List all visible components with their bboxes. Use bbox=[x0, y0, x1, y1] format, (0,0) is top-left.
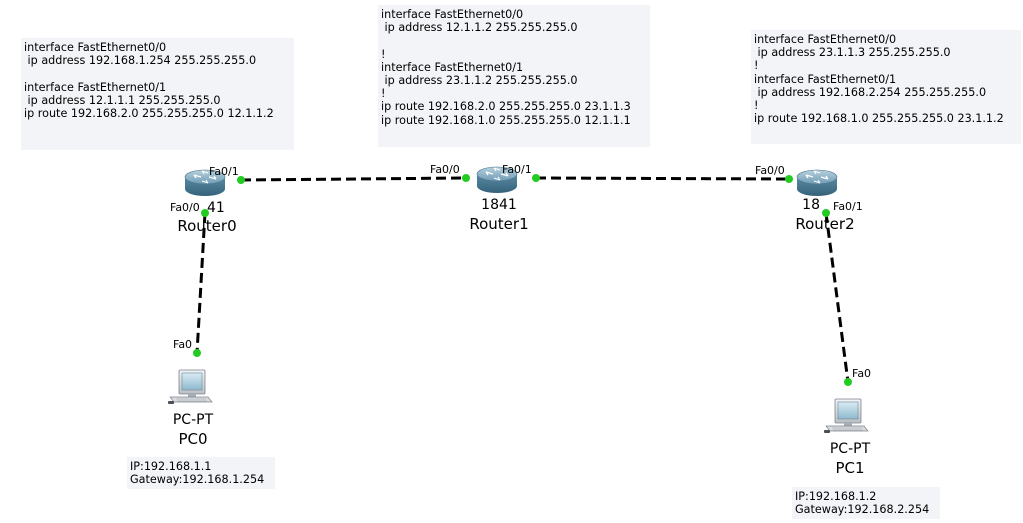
router2-model-label: 1841 bbox=[802, 197, 838, 213]
note-line: interface FastEthernet0/1 bbox=[381, 60, 524, 74]
note-line: ip address 192.168.1.254 255.255.255.0 bbox=[24, 54, 257, 68]
note-line: ! bbox=[381, 47, 386, 61]
note-line: interface FastEthernet0/1 bbox=[24, 80, 167, 94]
link-router0-pc0[interactable] bbox=[195, 212, 207, 354]
pc1-name-label: PC1 bbox=[835, 459, 865, 477]
port-status-dot bbox=[193, 349, 201, 357]
link-router1-router2[interactable] bbox=[535, 176, 790, 181]
router0-model-label: 1841 bbox=[189, 200, 225, 216]
note-line: ip address 23.1.1.3 255.255.255.0 bbox=[754, 46, 951, 60]
note-line: ip route 192.168.2.0 255.255.255.0 23.1.… bbox=[381, 100, 631, 114]
port-label-pc0-fa0: Fa0 bbox=[173, 338, 193, 351]
port-label-pc1-fa0: Fa0 bbox=[852, 367, 872, 380]
note-line bbox=[381, 34, 648, 47]
note-line: ip address 12.1.1.2 255.255.255.0 bbox=[381, 21, 578, 35]
note-line: IP:192.168.1.2 bbox=[795, 490, 877, 503]
note-line: Gateway:192.168.2.254 bbox=[795, 503, 930, 517]
pc1-model-label: PC-PT bbox=[829, 441, 871, 457]
port-status-dot bbox=[822, 209, 830, 217]
note-line: ip address 192.168.2.254 255.255.255.0 bbox=[754, 85, 987, 99]
router1-name-label: Router1 bbox=[469, 215, 529, 233]
port-label-router2-fa01: Fa0/1 bbox=[833, 200, 863, 213]
router2-name-label: Router2 bbox=[795, 215, 855, 233]
port-status-dot bbox=[532, 174, 540, 182]
port-status-dot bbox=[844, 378, 852, 386]
note-line: interface FastEthernet0/0 bbox=[24, 41, 167, 54]
pc0-name-label: PC0 bbox=[178, 430, 208, 448]
port-status-dot bbox=[237, 176, 245, 184]
pc-icon[interactable] bbox=[167, 369, 213, 405]
port-label-router2-fa00: Fa0/0 bbox=[755, 164, 785, 177]
router0-name-label: Router0 bbox=[177, 217, 237, 235]
router-icon[interactable] bbox=[796, 169, 838, 197]
note-line: ! bbox=[754, 59, 759, 73]
link-router0-router1[interactable] bbox=[240, 176, 467, 182]
note-line: ip route 192.168.1.0 255.255.255.0 23.1.… bbox=[754, 112, 1004, 126]
port-label-router1-fa01: Fa0/1 bbox=[502, 163, 532, 176]
note-line: ip address 23.1.1.2 255.255.255.0 bbox=[381, 74, 578, 87]
note-line: ip route 192.168.2.0 255.255.255.0 12.1.… bbox=[24, 107, 274, 120]
port-label-router0-fa01: Fa0/1 bbox=[209, 165, 239, 178]
note-line: ! bbox=[381, 87, 386, 101]
note-line bbox=[24, 67, 292, 80]
note-line: ip address 12.1.1.1 255.255.255.0 bbox=[24, 93, 221, 107]
note-line: interface FastEthernet0/0 bbox=[381, 8, 524, 21]
port-status-dot bbox=[785, 175, 793, 183]
port-label-router0-fa00: Fa0/0 bbox=[170, 201, 200, 214]
link-router2-pc1[interactable] bbox=[824, 212, 850, 383]
port-label-router1-fa00: Fa0/0 bbox=[430, 163, 460, 176]
router1-model-label: 1841 bbox=[481, 197, 517, 213]
note-line: Gateway:192.168.1.254 bbox=[130, 473, 265, 487]
pc0-model-label: PC-PT bbox=[172, 412, 214, 428]
note-line: IP:192.168.1.1 bbox=[130, 460, 212, 473]
note-line: ip route 192.168.1.0 255.255.255.0 12.1.… bbox=[381, 113, 631, 127]
note-line: interface FastEthernet0/1 bbox=[754, 72, 897, 86]
port-status-dot bbox=[201, 209, 209, 217]
port-status-dot bbox=[462, 174, 470, 182]
note-line: interface FastEthernet0/0 bbox=[754, 33, 897, 46]
router2-config-note[interactable]: interface FastEthernet0/0 ip address 23.… bbox=[751, 30, 1021, 144]
router0-config-note[interactable]: interface FastEthernet0/0 ip address 192… bbox=[21, 38, 294, 150]
router1-config-note[interactable]: interface FastEthernet0/0 ip address 12.… bbox=[378, 5, 650, 147]
note-line: ! bbox=[754, 99, 759, 113]
pc-icon[interactable] bbox=[823, 398, 869, 434]
